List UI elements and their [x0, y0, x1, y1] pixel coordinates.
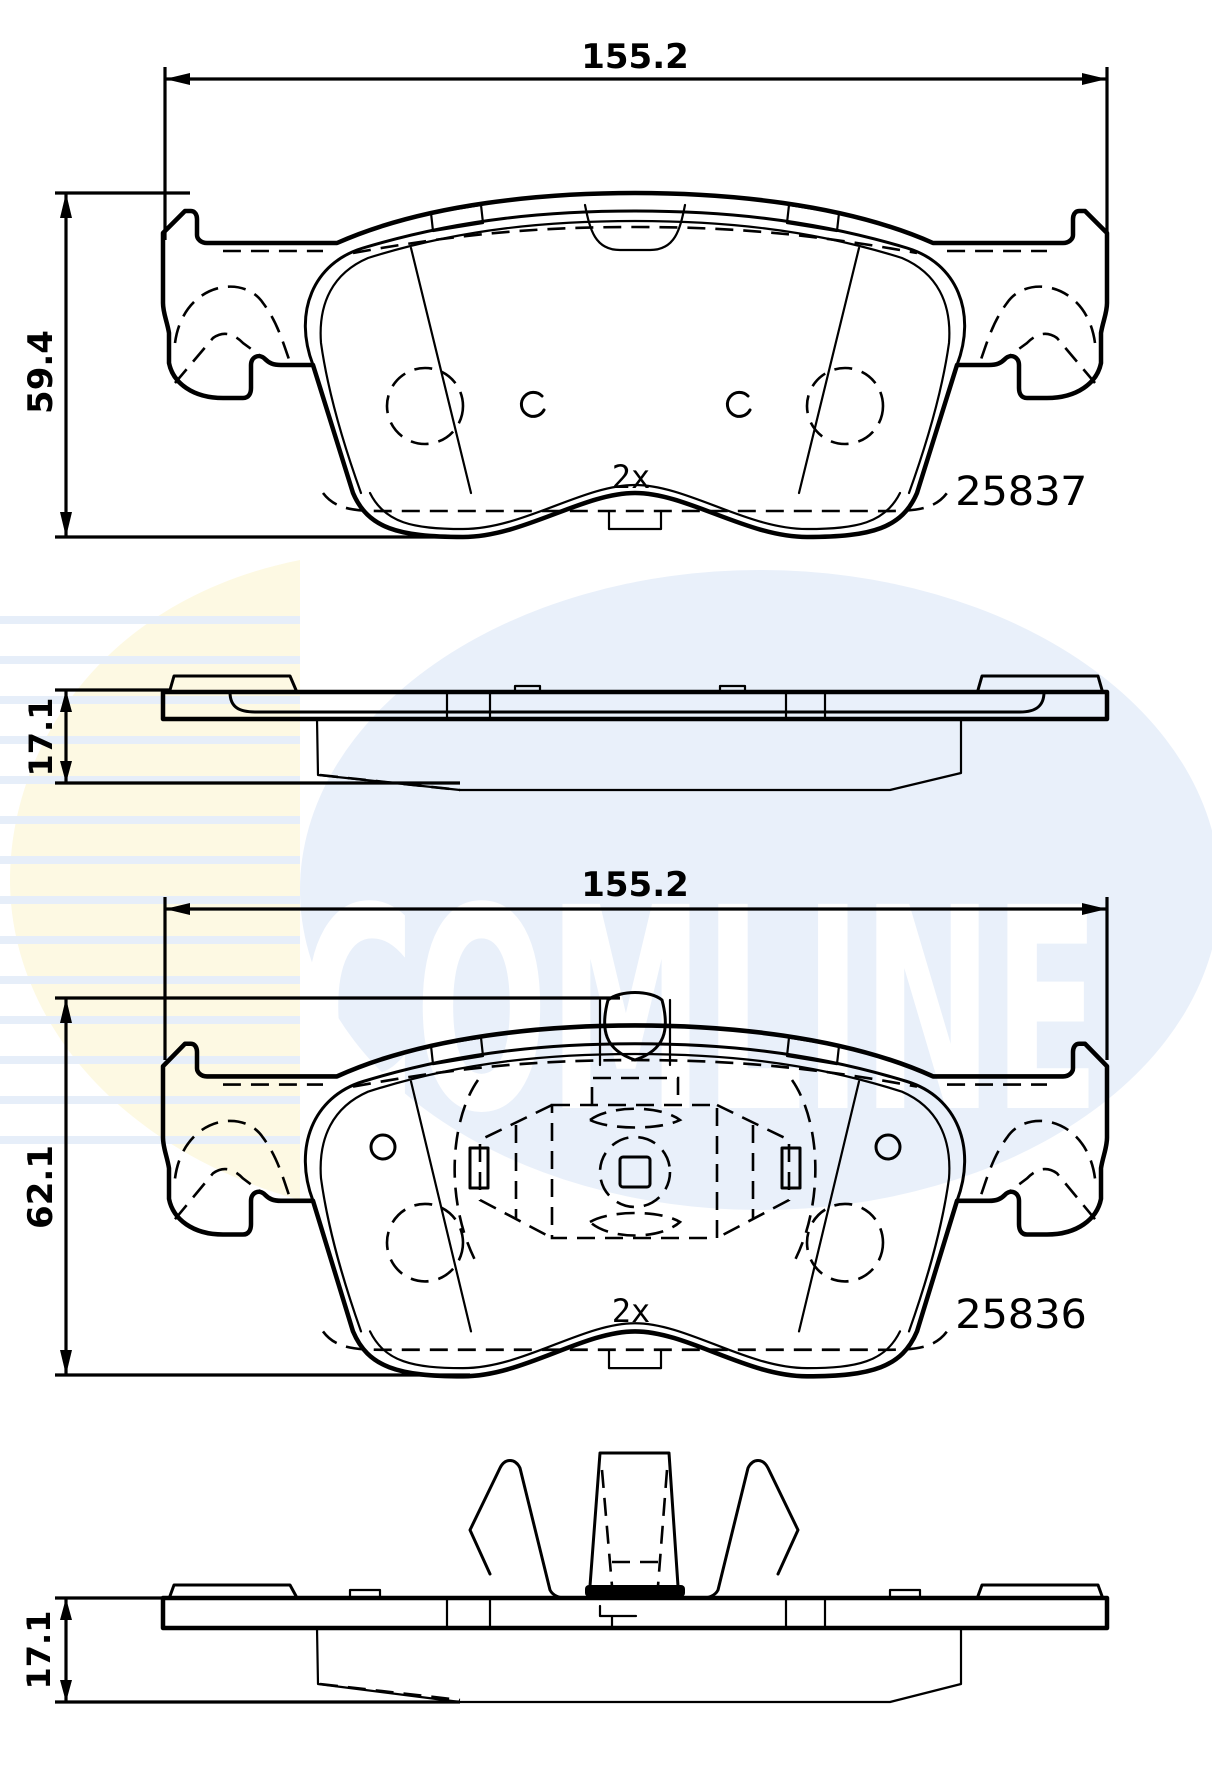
watermark-brand-text: COMLINE: [300, 849, 1100, 1175]
sensor-hole-left: [519, 390, 546, 418]
pad-1-width-dimension: 155.2: [163, 37, 1109, 240]
pad-1-width-label: 155.2: [581, 37, 689, 77]
pad-2-front-view: 155.2 62.1: [21, 865, 1107, 1376]
pad-1-front-view: 155.2 59.4 2x 25837: [21, 37, 1107, 537]
pad-2-width-label: 155.2: [581, 865, 689, 905]
pad-1-height-label: 59.4: [21, 330, 61, 414]
sensor-hole-right: [725, 390, 752, 418]
pad-2-height-label: 62.1: [21, 1145, 61, 1229]
spring-clip-right: [701, 1459, 800, 1600]
center-notch: [583, 203, 687, 252]
clip-base: [585, 1585, 685, 1597]
pad-2-height-dimension: 62.1: [21, 996, 620, 1377]
center-clip: [603, 991, 667, 1062]
pad-2-quantity-label: 2x: [612, 1292, 651, 1330]
pad-2-thickness-label: 17.1: [20, 1611, 58, 1690]
center-clip-side: [588, 1451, 680, 1588]
pad-1-quantity-label: 2x: [612, 458, 651, 496]
watermark-stripes: [0, 616, 300, 1144]
pad-1-height-dimension: 59.4: [21, 191, 470, 539]
pad-1-part-number: 25837: [955, 469, 1087, 515]
pad-2-side-view: 17.1: [20, 1451, 1110, 1704]
pad-2-part-number: 25836: [955, 1292, 1087, 1338]
mount-hole-left: [369, 1133, 397, 1161]
mount-hole-right: [874, 1133, 902, 1161]
pad-1-thickness-label: 17.1: [22, 698, 60, 777]
spring-clip-left: [468, 1459, 567, 1600]
center-square: [618, 1155, 652, 1189]
pad-2-width-dimension: 155.2: [163, 865, 1109, 1060]
center-bracket: [468, 1076, 802, 1240]
pad-1-side-view: 17.1: [22, 674, 1110, 792]
